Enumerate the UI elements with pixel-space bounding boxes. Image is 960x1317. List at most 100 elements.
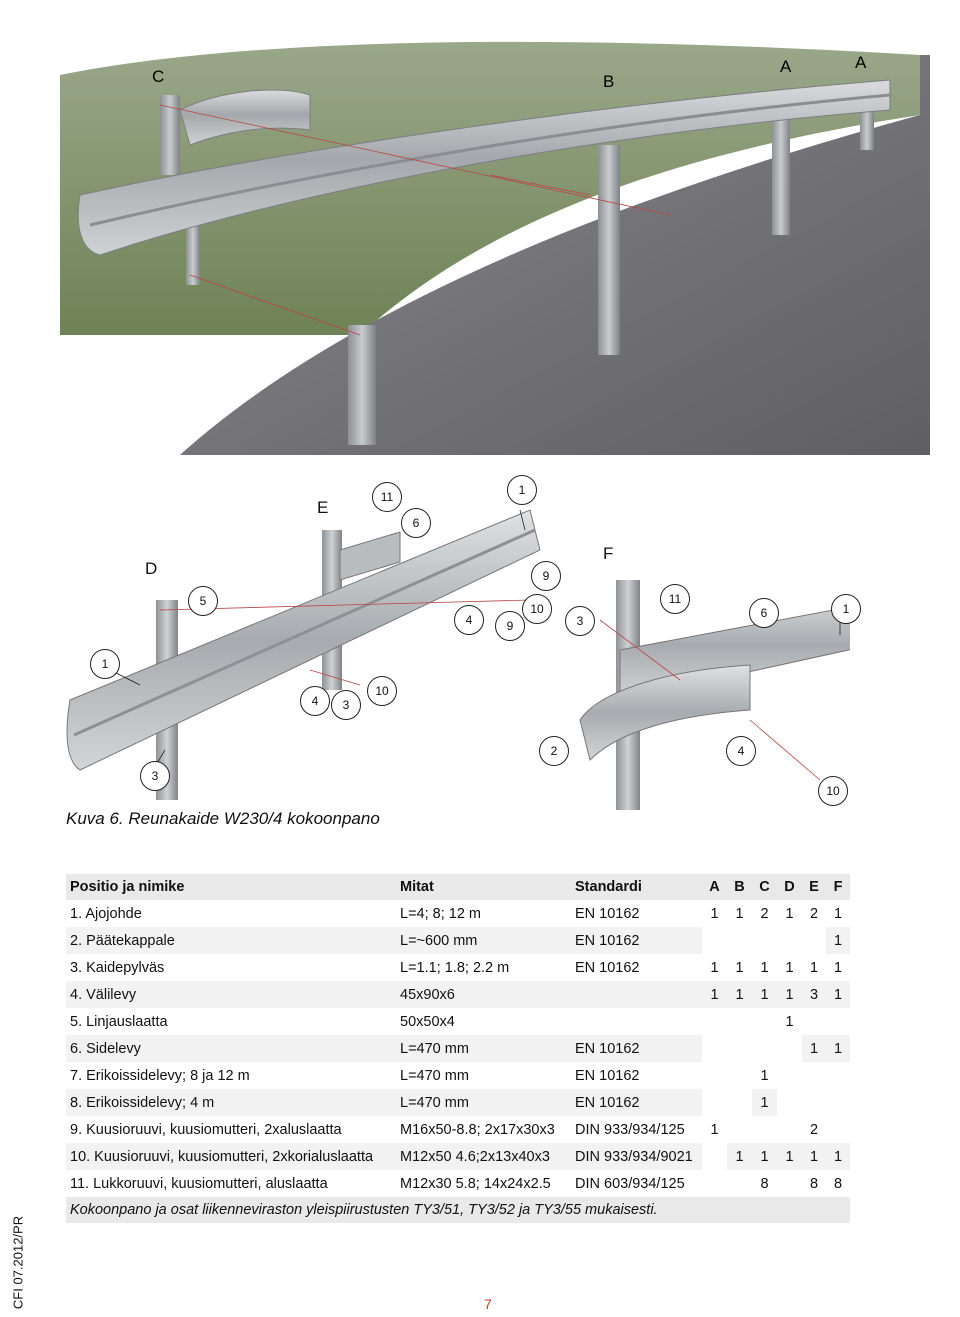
callout-1: 1 bbox=[507, 475, 537, 505]
table-cell: M12x50 4.6;2x13x40x3 bbox=[396, 1143, 571, 1170]
post bbox=[772, 105, 790, 235]
table-cell bbox=[702, 1008, 727, 1035]
table-cell bbox=[752, 1116, 777, 1143]
table-cell: EN 10162 bbox=[571, 954, 702, 981]
table-header-cell: Positio ja nimike bbox=[66, 874, 396, 900]
table-cell: DIN 933/934/125 bbox=[571, 1116, 702, 1143]
label-a: A bbox=[855, 53, 867, 72]
table-cell: 1 bbox=[702, 981, 727, 1008]
post bbox=[598, 145, 620, 355]
callout-5: 5 bbox=[188, 586, 218, 616]
label-a: A bbox=[780, 57, 792, 76]
table-cell: 1 bbox=[826, 900, 850, 927]
end-piece bbox=[179, 89, 311, 146]
table-cell bbox=[727, 1062, 752, 1089]
table-cell bbox=[702, 1035, 727, 1062]
table-cell bbox=[727, 1170, 752, 1197]
table-cell: 1 bbox=[727, 900, 752, 927]
table-cell bbox=[777, 1170, 802, 1197]
callout-4: 4 bbox=[300, 686, 330, 716]
leader-line bbox=[519, 509, 526, 531]
table-cell: 8. Erikoissidelevy; 4 m bbox=[66, 1089, 396, 1116]
table-cell: L=470 mm bbox=[396, 1035, 571, 1062]
callout-3: 3 bbox=[331, 690, 361, 720]
table-cell bbox=[727, 1116, 752, 1143]
post bbox=[160, 95, 180, 175]
table-cell: 1 bbox=[826, 954, 850, 981]
guardrail-assembly-diagram bbox=[66, 509, 850, 810]
table-cell: 1 bbox=[752, 1062, 777, 1089]
w-beam-rail bbox=[66, 509, 541, 771]
table-cell: DIN 603/934/125 bbox=[571, 1170, 702, 1197]
label-b: B bbox=[603, 72, 614, 91]
table-header-cell: E bbox=[802, 874, 826, 900]
table-cell bbox=[802, 927, 826, 954]
callout-9: 9 bbox=[495, 611, 525, 641]
table-cell bbox=[571, 1008, 702, 1035]
table-cell: L=470 mm bbox=[396, 1062, 571, 1089]
table-cell: 4. Välilevy bbox=[66, 981, 396, 1008]
page-number: 7 bbox=[484, 1296, 492, 1312]
table-cell: 6. Sidelevy bbox=[66, 1035, 396, 1062]
table-header-cell: D bbox=[777, 874, 802, 900]
table-cell: 1 bbox=[727, 954, 752, 981]
end-piece bbox=[579, 664, 751, 761]
table-cell: EN 10162 bbox=[571, 927, 702, 954]
alignment-line bbox=[309, 669, 361, 686]
splice-plate bbox=[339, 531, 401, 581]
table-cell: 1 bbox=[826, 927, 850, 954]
table-cell: 3 bbox=[802, 981, 826, 1008]
callout-10: 10 bbox=[522, 594, 552, 624]
guardrail-roadside-illustration: C B A A bbox=[60, 41, 930, 455]
table-cell: EN 10162 bbox=[571, 1062, 702, 1089]
table-cell: 8 bbox=[802, 1170, 826, 1197]
table-cell: 1 bbox=[802, 1143, 826, 1170]
label-f: F bbox=[603, 544, 614, 563]
table-cell: 8 bbox=[826, 1170, 850, 1197]
callout-9: 9 bbox=[531, 561, 561, 591]
callout-11: 11 bbox=[372, 482, 402, 512]
table-cell: M12x30 5.8; 14x24x2.5 bbox=[396, 1170, 571, 1197]
table-row: 11. Lukkoruuvi, kuusiomutteri, aluslaatt… bbox=[66, 1170, 850, 1197]
table-cell: 3. Kaidepylväs bbox=[66, 954, 396, 981]
table-cell: 1 bbox=[777, 954, 802, 981]
rail-groove bbox=[89, 93, 891, 227]
table-cell bbox=[702, 1143, 727, 1170]
table-cell: L=470 mm bbox=[396, 1089, 571, 1116]
table-cell: L=1.1; 1.8; 2.2 m bbox=[396, 954, 571, 981]
table-cell bbox=[802, 1062, 826, 1089]
table-cell: 50x50x4 bbox=[396, 1008, 571, 1035]
table-header-cell: C bbox=[752, 874, 777, 900]
callout-1: 1 bbox=[831, 594, 861, 624]
table-row: 10. Kuusioruuvi, kuusiomutteri, 2xkorial… bbox=[66, 1143, 850, 1170]
callout-6: 6 bbox=[401, 508, 431, 538]
table-cell bbox=[702, 1062, 727, 1089]
table-cell bbox=[802, 1089, 826, 1116]
table-cell: 2 bbox=[802, 1116, 826, 1143]
table-cell: M16x50-8.8; 2x17x30x3 bbox=[396, 1116, 571, 1143]
table-cell: 45x90x6 bbox=[396, 981, 571, 1008]
table-cell: 1 bbox=[702, 900, 727, 927]
label-c: C bbox=[152, 67, 164, 86]
table-cell bbox=[702, 1089, 727, 1116]
table-cell bbox=[777, 1062, 802, 1089]
callout-4: 4 bbox=[726, 736, 756, 766]
table-cell: 1 bbox=[752, 1143, 777, 1170]
alignment-line bbox=[159, 104, 671, 216]
table-header-cell: Mitat bbox=[396, 874, 571, 900]
table-cell: EN 10162 bbox=[571, 1089, 702, 1116]
table-cell: 1 bbox=[802, 954, 826, 981]
table-cell bbox=[571, 981, 702, 1008]
alignment-line bbox=[749, 719, 821, 781]
table-cell bbox=[777, 927, 802, 954]
table-cell: L=~600 mm bbox=[396, 927, 571, 954]
table-cell bbox=[826, 1062, 850, 1089]
label-e: E bbox=[317, 498, 329, 517]
